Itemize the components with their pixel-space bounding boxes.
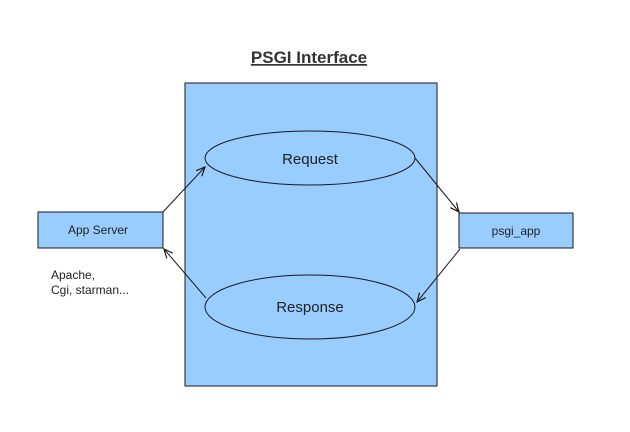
- interface-box: [184, 82, 438, 387]
- diagram-title: PSGI Interface: [251, 48, 367, 67]
- app-server-label: App Server: [68, 223, 128, 237]
- request-label: Request: [282, 151, 339, 168]
- psgi-app-label: psgi_app: [492, 224, 541, 238]
- arrow-appserver-to-request: [162, 167, 205, 213]
- app-server-box: [37, 211, 164, 249]
- psgi-app-box: [458, 212, 574, 249]
- server-examples-note: Apache, Cgi, starman...: [51, 268, 129, 297]
- note-line-2: Cgi, starman...: [51, 283, 129, 297]
- response-ellipse: [204, 274, 416, 340]
- note-line-1: Apache,: [51, 268, 95, 282]
- response-label: Response: [276, 299, 344, 316]
- arrow-response-to-appserver: [164, 249, 207, 299]
- arrow-request-to-psgiapp: [414, 157, 459, 212]
- arrow-psgiapp-to-response: [417, 248, 461, 302]
